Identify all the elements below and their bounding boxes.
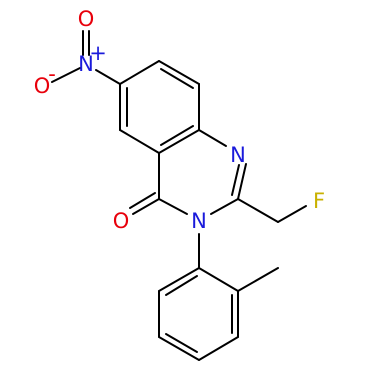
oxygen-nitro-top-label: O [78,7,95,31]
bond-c7-c8-inner [160,68,194,89]
bond-ar6-ar1-inner [165,275,198,296]
bond-c2-n3 [210,198,239,215]
bond-n-c6 [95,69,121,85]
bond-ar4-ar5-inner [165,333,198,353]
bond-n3-c4 [158,198,188,215]
bond-c8a-c4a-inner [160,125,194,146]
bond-ar3-ar4 [198,336,239,361]
bond-c4-o-carbonyl-double [129,192,156,209]
atom-labels: O O N N N O F [34,7,325,233]
bond-ar2-methyl [237,267,279,292]
nitrogen-ring-3-label: N [191,209,207,233]
bond-c4-o-carbonyl [132,198,160,215]
bond-c6-c7 [119,60,160,85]
oxygen-nitro-left-label: O [34,74,51,98]
nitrogen-nitro-label: N [78,52,94,76]
nitro-nitrogen-charge: + [89,41,107,65]
bond-c8a-c4a [158,129,200,154]
bond-n1-c2 [237,163,247,200]
fluorine-label: F [313,189,325,213]
bond-c8a-n1 [198,129,227,147]
bond-c7-c8 [158,60,200,85]
bond-ar1-ar2 [198,267,239,292]
nitro-oxygen-charge: - [48,62,56,86]
bond-ar4-ar5 [158,336,200,361]
oxygen-carbonyl-label: O [113,209,130,233]
bond-n1-c2-double [231,164,240,196]
bond-ar6-ar1 [158,267,200,292]
bonds [51,30,307,361]
bond-c4a-c5 [119,129,160,154]
bond-n-o-left [51,67,81,83]
nitrogen-ring-1-label: N [230,143,246,167]
bond-c2-ch2 [237,198,279,223]
bond-ch2-f [277,205,307,223]
